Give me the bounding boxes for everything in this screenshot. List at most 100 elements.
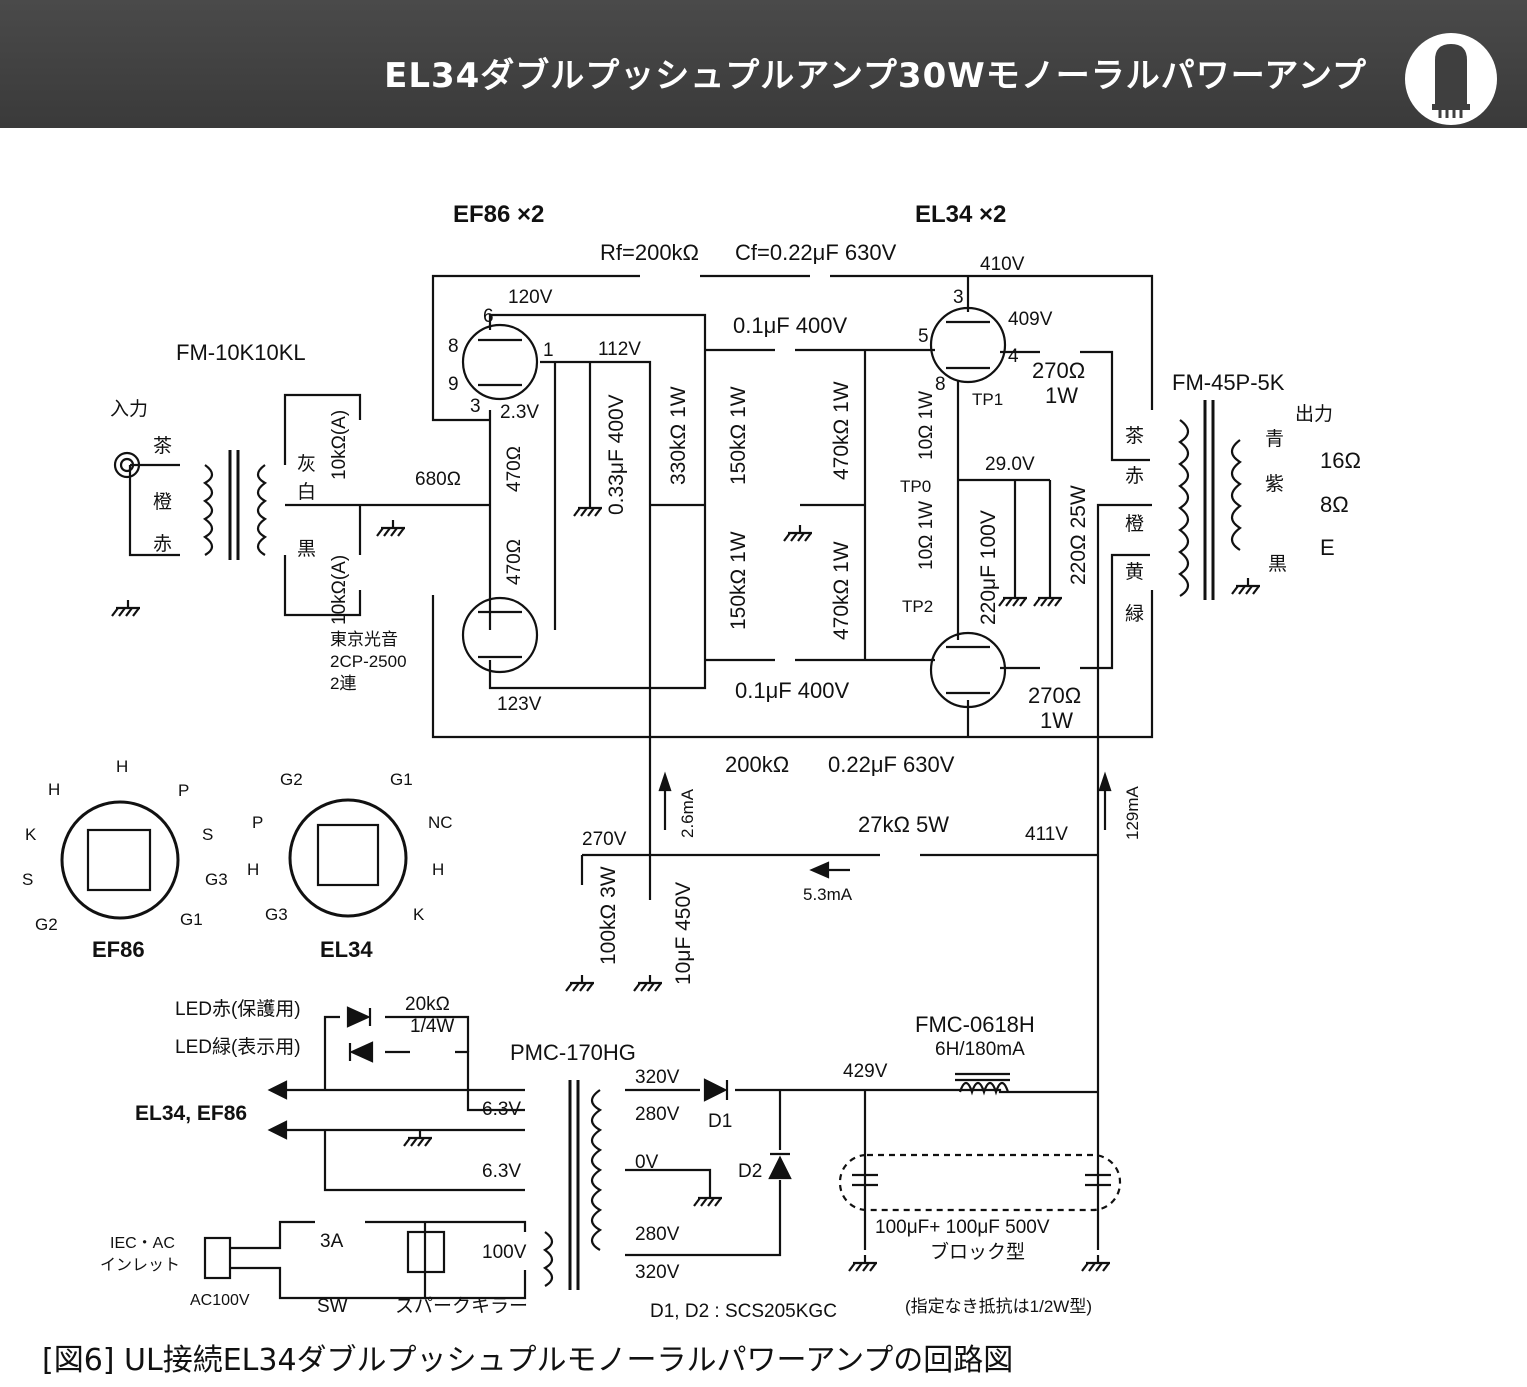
iec-label: IEC・AC: [110, 1235, 175, 1252]
wire-color: 白: [297, 481, 316, 503]
led-red-label: LED赤(保護用): [175, 998, 301, 1020]
diodes: [346, 1006, 792, 1180]
resistor-label: 220Ω 25W: [1067, 485, 1090, 585]
ef86-pin-diagram: [60, 800, 180, 920]
resistor-label: 470Ω: [504, 446, 525, 492]
figure-caption: [図6] UL接続EL34ダブルプッシュプルモノーラルパワーアンプの回路図: [42, 1343, 1014, 1378]
cf-label: Cf=0.22μF 630V: [735, 240, 897, 265]
pin-name: P: [178, 781, 189, 800]
pin-name: S: [22, 870, 33, 889]
pin-name: K: [25, 825, 37, 844]
pin-name: H: [116, 757, 128, 776]
block-capacitor: [838, 1153, 1122, 1212]
diode-label: D2: [738, 1161, 762, 1182]
el34-tube-label: EL34 ×2: [915, 201, 1006, 228]
wire-color: 橙: [1125, 513, 1144, 535]
fuse-label: 3A: [320, 1231, 344, 1252]
resistor-label: 470Ω: [504, 539, 525, 585]
resistor-label: 470kΩ 1W: [830, 541, 853, 640]
cap-label: 10μF 450V: [672, 882, 695, 985]
voltage-112: 112V: [598, 339, 641, 360]
wire-color: 紫: [1265, 473, 1284, 495]
rf-label: Rf=200kΩ: [600, 240, 699, 265]
pin-name: G3: [205, 870, 228, 889]
switch-label: SW: [317, 1296, 348, 1317]
voltage-2-3: 2.3V: [500, 402, 539, 423]
pin-label: 3: [953, 287, 964, 308]
tap-label: 280V: [635, 1224, 680, 1245]
voltage-429: 429V: [843, 1061, 888, 1082]
power-transformer: [542, 1080, 603, 1290]
pin-label: 3: [470, 396, 481, 417]
voltage-120: 120V: [508, 287, 553, 308]
output-transformer-label: FM-45P-5K: [1172, 370, 1285, 395]
input-jack: [113, 451, 141, 479]
spark-killer-label: スパークキラー: [395, 1295, 528, 1317]
spark-killer: [406, 1230, 446, 1274]
output-tap: 16Ω: [1320, 448, 1361, 473]
current-arrows: [658, 771, 1112, 879]
wire-color: 橙: [153, 491, 172, 513]
resistor-label: 680Ω: [415, 469, 461, 490]
pin-name: H: [48, 780, 60, 799]
cap-label: 0.22μF 630V: [828, 752, 955, 777]
resistor-note: (指定なき抵抗は1/2W型): [905, 1297, 1092, 1316]
tap-label: 0V: [635, 1152, 659, 1173]
resistor-label: 1W: [1045, 383, 1078, 408]
resistor-label: 27kΩ 5W: [858, 812, 949, 837]
block-cap-label: 100μF+ 100μF 500V: [875, 1217, 1050, 1238]
diode-part: D1, D2 : SCS205KGC: [650, 1301, 837, 1322]
pin-name: G1: [390, 770, 413, 789]
el34-pinout-title: EL34: [320, 937, 373, 962]
voltage-410: 410V: [980, 254, 1025, 275]
wiring: [128, 274, 1154, 1300]
pot-gang: 2連: [330, 674, 356, 693]
voltage-270: 270V: [582, 829, 627, 850]
pin-label: 5: [918, 326, 929, 347]
input-label: 入力: [110, 398, 148, 420]
pin-label: 9: [448, 374, 459, 395]
resistor-label: 470kΩ 1W: [830, 381, 853, 480]
pot-maker: 東京光音: [330, 630, 398, 649]
pin-name: G1: [180, 910, 203, 929]
choke-label: FMC-0618H: [915, 1012, 1035, 1037]
resistor-label: 200kΩ: [725, 752, 789, 777]
input-transformer: [202, 450, 268, 560]
tap-label: 320V: [635, 1067, 680, 1088]
wire-color: 黒: [1268, 554, 1287, 575]
wire-color: 赤: [153, 533, 172, 555]
voltage-409: 409V: [1008, 309, 1053, 330]
inlet-label: インレット: [100, 1257, 180, 1274]
test-point: TP0: [900, 477, 931, 496]
pin-name: S: [202, 825, 213, 844]
block-cap-type: ブロック型: [930, 1240, 1025, 1263]
wire-color: 赤: [1125, 465, 1144, 487]
power-transformer-label: PMC-170HG: [510, 1040, 636, 1065]
pin-name: P: [252, 813, 263, 832]
voltage-29: 29.0V: [985, 454, 1035, 475]
header-bar: EL34ダブルプッシュプルアンプ30Wモノーラルパワーアンプ: [0, 0, 1527, 128]
ef86-tube-label: EF86 ×2: [453, 201, 544, 228]
test-point: TP2: [902, 597, 933, 616]
tap-label: 100V: [482, 1242, 527, 1263]
tap-label: 280V: [635, 1104, 680, 1125]
pin-name: G3: [265, 905, 288, 924]
current-label: 5.3mA: [803, 885, 853, 904]
output-transformer: [1178, 400, 1242, 600]
cap-label: 0.1μF 400V: [735, 678, 850, 703]
pin-name: G2: [280, 770, 303, 789]
el34-lower-tube: [929, 631, 1007, 709]
voltage-123: 123V: [497, 694, 542, 715]
pin-label: 6: [483, 306, 494, 327]
current-label: 2.6mA: [678, 788, 697, 838]
resistor-label: 1W: [1040, 708, 1073, 733]
pin-label: 8: [935, 374, 946, 395]
cap-label: 0.33μF 400V: [605, 394, 628, 515]
page-title: EL34ダブルプッシュプルアンプ30Wモノーラルパワーアンプ: [384, 56, 1367, 96]
ac-label: AC100V: [190, 1292, 250, 1309]
el34-upper-tube: [929, 306, 1007, 384]
resistor-label: 1/4W: [410, 1016, 454, 1037]
cap-label: 220μF 100V: [977, 510, 1000, 625]
resistor-label: 20kΩ: [405, 994, 450, 1015]
resistor-label: 10Ω 1W: [916, 391, 937, 460]
